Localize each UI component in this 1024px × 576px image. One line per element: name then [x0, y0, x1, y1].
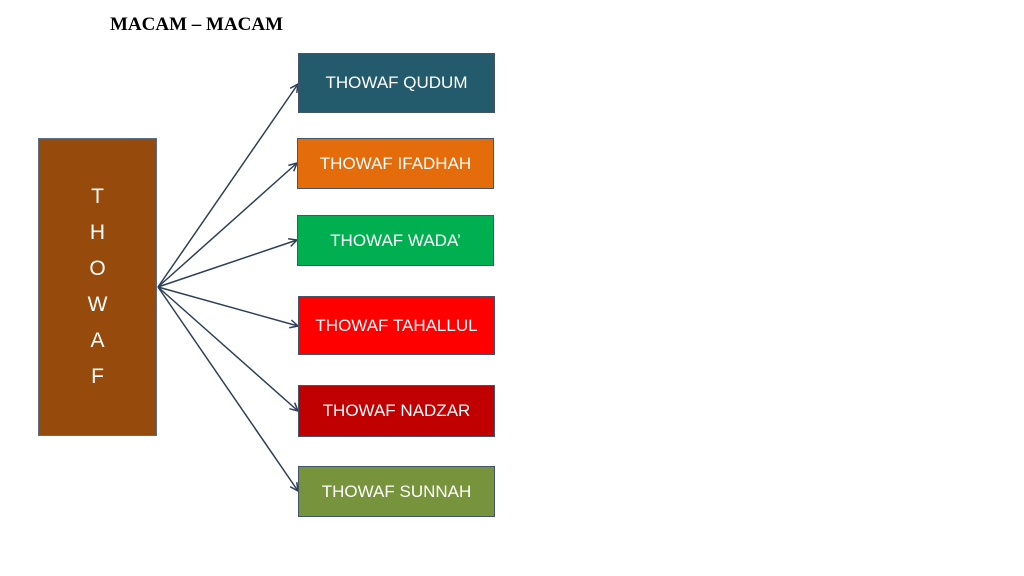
branch-box-nadzar: THOWAF NADZAR — [298, 385, 495, 437]
root-letter: O — [89, 257, 106, 280]
branch-label: THOWAF QUDUM — [325, 73, 468, 92]
connector-arrow-sunnah — [157, 286, 298, 491]
root-letter: T — [91, 185, 104, 208]
branch-box-tahallul: THOWAF TAHALLUL — [298, 296, 495, 355]
branch-box-qudum: THOWAF QUDUM — [298, 53, 495, 113]
root-letter: A — [90, 329, 105, 352]
root-letter: H — [89, 221, 106, 244]
branch-label: THOWAF IFADHAH — [319, 153, 472, 173]
branch-box-ifadhah: THOWAF IFADHAH — [297, 138, 494, 189]
connector-arrow-nadzar — [157, 286, 298, 411]
root-node-thowaf: T H O W A F — [38, 138, 157, 436]
branch-label: THOWAF NADZAR — [322, 401, 471, 420]
connector-arrow-qudum — [157, 84, 298, 288]
connector-arrow-ifadhah — [157, 163, 297, 288]
page-title: MACAM – MACAM — [110, 14, 284, 35]
branch-box-sunnah: THOWAF SUNNAH — [298, 466, 495, 517]
branch-box-wada: THOWAF WADA’ — [297, 215, 494, 266]
branch-label: THOWAF TAHALLUL — [315, 315, 478, 335]
connector-arrow-wada — [157, 240, 297, 288]
connector-arrow-tahallul — [157, 286, 298, 326]
root-letter: F — [91, 365, 104, 388]
branch-label: THOWAF WADA’ — [330, 230, 461, 250]
root-letter: W — [87, 293, 108, 316]
branch-label: THOWAF SUNNAH — [321, 481, 472, 501]
